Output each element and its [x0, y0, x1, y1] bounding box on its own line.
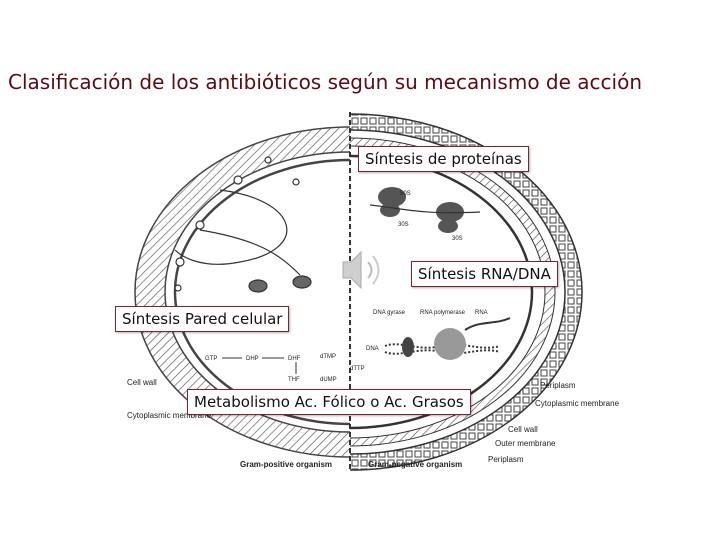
- dhp-label: DHP: [246, 356, 259, 362]
- dump-label: dUMP: [320, 377, 337, 383]
- ribosome-50s-label: 50S: [400, 191, 411, 197]
- dna-replication-area: DNA gyrase RNA polymerase RNA DNA: [366, 310, 511, 360]
- gram-negative-cytoplasmic-membrane-label: Cytoplasmic membrane: [535, 399, 620, 408]
- gram-negative-wall: [350, 113, 583, 471]
- page-title: Clasificación de los antibióticos según …: [8, 70, 643, 94]
- rna-dna-synthesis-box: Síntesis RNA/DNA: [411, 261, 558, 287]
- protein-synthesis-box: Síntesis de proteínas: [358, 146, 529, 172]
- dtmp-label: dTMP: [320, 354, 336, 360]
- dhf-label: DHF: [288, 356, 301, 362]
- dna-label: DNA: [366, 346, 379, 352]
- periplasm-bottom-label: Periplasm: [488, 455, 524, 464]
- rna-label: RNA: [475, 310, 488, 316]
- speaker-icon[interactable]: [342, 250, 380, 290]
- gram-negative-cell-wall-label: Cell wall: [508, 425, 538, 434]
- gtp-label: GTP: [205, 356, 217, 362]
- ribosome-30s-label-2: 30S: [452, 236, 463, 242]
- dna-gyrase-label: DNA gyrase: [373, 310, 406, 316]
- thf-label: THF: [288, 377, 300, 383]
- folate-pathway: GTP DHP DHF THF dTMP dUMP dTTP: [205, 354, 365, 383]
- ribosome-30s-label: 30S: [398, 222, 409, 228]
- rna-polymerase-label: RNA polymerase: [420, 310, 466, 316]
- periplasm-top-label: Periplasm: [540, 381, 576, 390]
- metabolism-box: Metabolismo Ac. Fólico o Ac. Grasos: [187, 389, 471, 415]
- gram-positive-cytoplasmic-membrane-label: Cytoplasmic membrane: [127, 411, 212, 420]
- cell-wall-synthesis-pathway: [174, 156, 312, 293]
- gram-positive-cell-wall-label: Cell wall: [127, 378, 157, 387]
- dttp-label: dTTP: [350, 366, 365, 372]
- outer-membrane-label: Outer membrane: [495, 439, 556, 448]
- gram-positive-label: Gram-positive organism: [240, 460, 332, 469]
- ribosomes: 50S 30S 30S: [369, 187, 481, 242]
- cell-wall-synthesis-box: Síntesis Pared celular: [115, 306, 290, 332]
- gram-negative-label: Gram-negative organism: [368, 460, 462, 469]
